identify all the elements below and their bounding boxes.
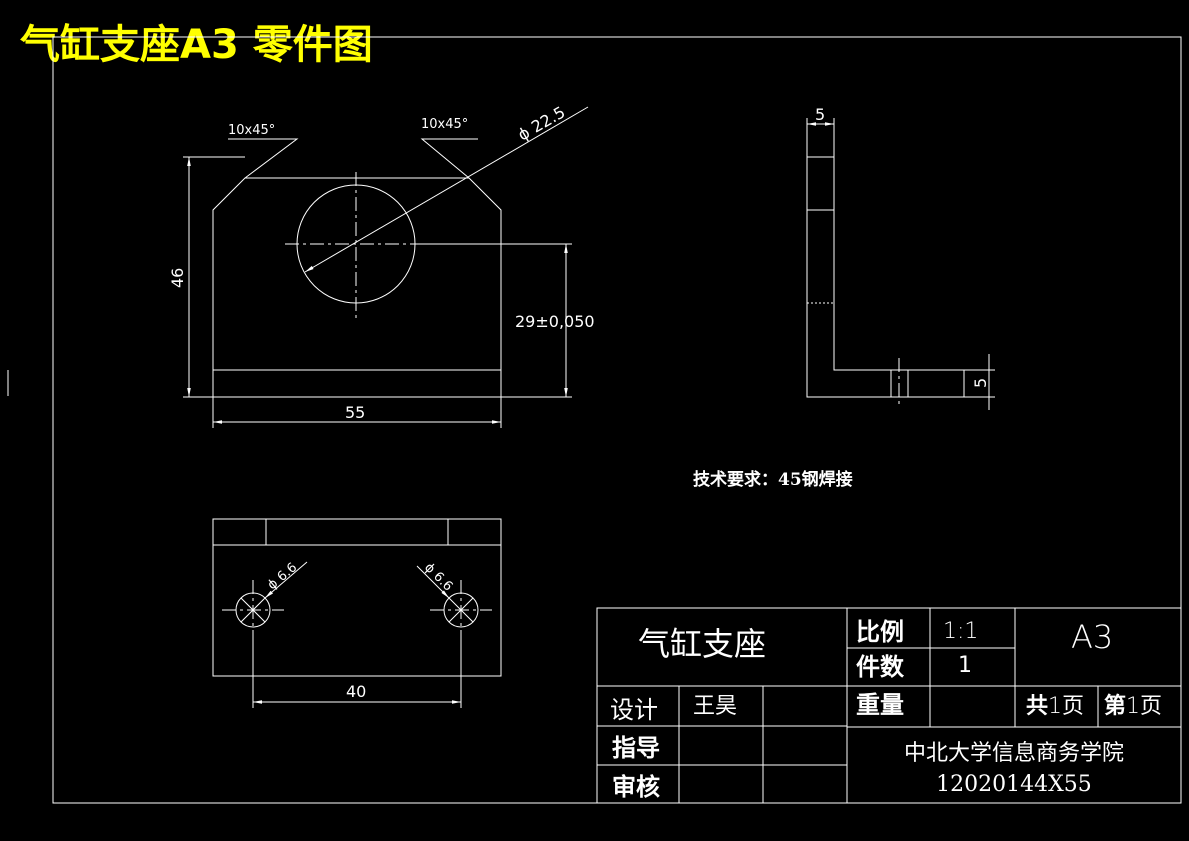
bottom-view: ϕ 6.6 ϕ 6.6 40 [212, 518, 502, 708]
bottom-hole-right-label: ϕ 6.6 [421, 560, 455, 594]
tb-scale-value: 1:1 [943, 619, 978, 644]
bottom-hole-left-leader [264, 561, 308, 599]
title-block: 气缸支座 比例 1:1 件数 1 A3 重量 设计 王昊 指导 审核 共1页 第… [596, 607, 1182, 804]
height-dim-label: 46 [168, 268, 187, 288]
front-view: 10x45° 10x45° ϕ 22.5 46 29±0,050 55 [168, 102, 595, 428]
tb-weight-label: 重量 [856, 691, 904, 719]
tb-quantity-value: 1 [958, 653, 972, 678]
hole-height-dim-label: 29±0,050 [515, 312, 595, 331]
tb-guide-label: 指导 [612, 734, 660, 762]
tb-sheet-size: A3 [1071, 618, 1113, 656]
tb-page-number: 第1页 [1104, 693, 1162, 719]
tb-designer-label: 设计 [610, 696, 658, 724]
side-view: 5 5 [806, 105, 995, 410]
bottom-view-outline [212, 518, 502, 677]
bottom-hole-right-leader [416, 565, 450, 599]
side-top-dim-label: 5 [815, 105, 825, 124]
spacing-dim-label: 40 [346, 682, 366, 701]
tb-designer-name: 王昊 [693, 694, 737, 719]
tb-total-pages: 共1页 [1026, 694, 1084, 719]
technical-requirements: 技术要求：45钢焊接 [693, 469, 853, 490]
tb-institution: 中北大学信息商务学院 [904, 741, 1124, 766]
bottom-hole-left-label: ϕ 6.6 [265, 560, 300, 593]
tb-review-label: 审核 [612, 773, 660, 801]
drawing-title: 气缸支座A3 零件图 [20, 22, 373, 68]
tb-part-name: 气缸支座 [638, 625, 766, 663]
hole-diameter-label: ϕ 22.5 [515, 102, 569, 144]
tb-quantity-label: 件数 [856, 653, 905, 681]
chamfer-right-label: 10x45° [421, 117, 468, 132]
bottom-hole-left-x2 [240, 597, 266, 623]
bottom-hole-right-x2 [448, 597, 474, 623]
chamfer-left-label: 10x45° [228, 123, 275, 138]
side-view-outline [806, 156, 965, 398]
drawing-border [52, 36, 1182, 804]
tb-scale-label: 比例 [856, 618, 904, 646]
chamfer-left-leader [228, 138, 299, 179]
tb-student-id: 12020144X55 [936, 772, 1092, 797]
width-dim-label: 55 [345, 403, 365, 422]
hole-diameter-leader [304, 106, 589, 273]
chamfer-right-leader [420, 138, 478, 179]
front-view-outline [212, 177, 502, 398]
side-base-dim-label: 5 [971, 378, 990, 388]
